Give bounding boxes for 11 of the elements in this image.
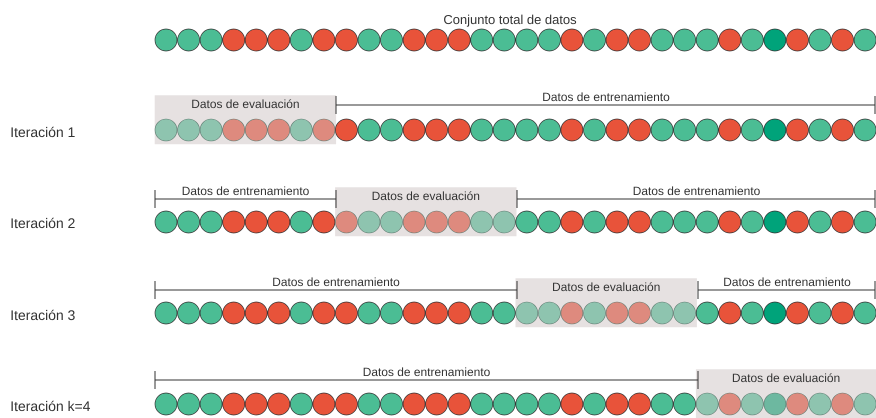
bracket-label: Datos de entrenamiento [273,277,400,286]
iteration-label: Iteración 3 [11,310,75,320]
bracket-label: Datos de entrenamiento [724,277,850,286]
bracket-label: Datos de entrenamiento [364,367,490,376]
iteration-label: Iteración 1 [11,126,75,138]
title: Conjunto total de datos [444,14,576,27]
bracket-label: Datos de entrenamiento [182,186,309,196]
iteration-label: Iteración 2 [11,218,75,228]
iteration-label: Iteración k=4 [11,400,90,412]
bracket-label: Datos de entrenamiento [543,92,670,102]
bracket-label: Datos de entrenamiento [634,186,760,196]
